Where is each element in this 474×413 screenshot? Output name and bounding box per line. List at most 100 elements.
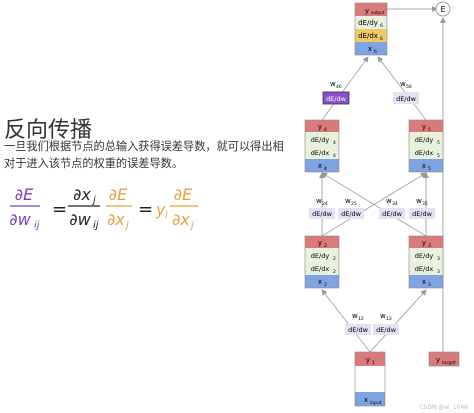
svg-text:x: x	[364, 396, 368, 404]
svg-text:dE/dy: dE/dy	[415, 136, 434, 144]
svg-text:dE/dy: dE/dy	[415, 252, 434, 260]
svg-text:6: 6	[380, 23, 383, 29]
equals-2: =	[138, 199, 153, 220]
svg-text:dE/dw: dE/dw	[341, 210, 362, 218]
svg-text:y: y	[366, 356, 370, 364]
svg-text:46: 46	[336, 84, 342, 90]
w56-grad-box	[393, 92, 419, 104]
svg-text:2: 2	[324, 282, 327, 288]
mid-numerator: ∂x	[73, 185, 91, 204]
watermark: CSDN @ai_1046	[419, 404, 468, 411]
svg-text:4: 4	[324, 127, 327, 133]
svg-text:35: 35	[422, 201, 428, 207]
rhs-denominator: ∂x	[172, 210, 190, 229]
chain-rule-formula: ∂E ∂w ij = ∂x j ∂w ij ∂E ∂x j = y i ∂E ∂…	[9, 185, 198, 231]
svg-text:dE/dw: dE/dw	[396, 95, 417, 103]
input-node: y 1 x input	[354, 351, 386, 407]
mid-denominator-sub: ij	[93, 220, 99, 231]
svg-text:output: output	[371, 10, 385, 15]
svg-text:y: y	[318, 123, 322, 131]
svg-text:13: 13	[386, 316, 392, 322]
svg-text:y: y	[422, 123, 426, 131]
svg-text:w: w	[416, 197, 422, 205]
svg-text:5: 5	[437, 140, 440, 146]
svg-text:34: 34	[392, 201, 398, 207]
mid-numerator-sub: j	[91, 195, 96, 206]
node-2: y 2 dE/dy 2 dE/dx 2 x 2	[304, 235, 340, 289]
rhs-y-sub: i	[165, 210, 168, 221]
svg-text:2: 2	[324, 243, 327, 249]
error-node: E	[440, 5, 445, 14]
node-4: y 4 dE/dy 4 dE/dx 4 x 4	[304, 119, 340, 173]
mid2-denominator: ∂x	[107, 210, 125, 229]
svg-text:5: 5	[437, 153, 440, 159]
w12-group: w 12 dE/dw	[345, 312, 371, 335]
svg-text:dE/dw: dE/dw	[376, 326, 397, 334]
svg-text:x: x	[318, 162, 322, 170]
output-node: y output dE/dy 6 dE/dx 6 x 6	[354, 2, 388, 56]
slide-description: 一旦我们根据节点的总输入获得误差导数，就可以得出相对于进入该节点的权重的误差导数…	[4, 140, 284, 170]
svg-text:dE/dx: dE/dx	[415, 149, 434, 157]
svg-text:input: input	[370, 400, 382, 406]
svg-text:x: x	[422, 162, 426, 170]
svg-text:5: 5	[428, 166, 431, 172]
w13-group: w 13 dE/dw	[373, 312, 399, 335]
svg-text:dE/dx: dE/dx	[311, 265, 330, 273]
rhs-denominator-sub: j	[189, 220, 194, 231]
svg-text:x: x	[422, 278, 426, 286]
svg-text:3: 3	[437, 256, 440, 262]
svg-text:dE/dy: dE/dy	[311, 136, 330, 144]
svg-text:y: y	[422, 239, 426, 247]
svg-text:dE/dx: dE/dx	[415, 265, 434, 273]
mid-denominator: ∂w	[69, 210, 91, 229]
lhs-denominator-sub: ij	[34, 220, 40, 231]
svg-text:w: w	[352, 312, 358, 320]
svg-text:24: 24	[322, 201, 328, 207]
w56-label: w	[400, 80, 406, 88]
w46-grad-box	[322, 91, 350, 105]
w34-group: w 34 dE/dw	[379, 197, 405, 219]
svg-text:6: 6	[374, 49, 377, 55]
svg-text:w: w	[316, 197, 322, 205]
svg-text:3: 3	[428, 282, 431, 288]
svg-text:4: 4	[324, 166, 327, 172]
svg-text:4: 4	[333, 140, 336, 146]
svg-text:w: w	[345, 197, 351, 205]
svg-text:dE/dw: dE/dw	[312, 210, 333, 218]
svg-text:12: 12	[358, 316, 364, 322]
node-5: y 5 dE/dy 5 dE/dx 5 x 5	[408, 119, 444, 173]
svg-text:y: y	[365, 7, 369, 15]
lhs-numerator: ∂E	[15, 185, 34, 204]
svg-text:25: 25	[351, 201, 357, 207]
w24-group: w 24 dE/dw	[309, 197, 335, 219]
svg-text:6: 6	[380, 36, 383, 42]
mid2-numerator: ∂E	[109, 185, 128, 204]
svg-text:dE/dw: dE/dw	[348, 326, 369, 334]
equals-1: =	[52, 199, 67, 220]
svg-text:4: 4	[333, 153, 336, 159]
svg-text:2: 2	[333, 269, 336, 275]
svg-text:y: y	[436, 356, 440, 364]
svg-text:dE/dw: dE/dw	[326, 95, 347, 103]
w25-group: w 25 dE/dw	[338, 197, 364, 219]
svg-text:x: x	[318, 278, 322, 286]
svg-text:y: y	[318, 239, 322, 247]
svg-text:dE/dw: dE/dw	[412, 210, 433, 218]
svg-text:1: 1	[372, 360, 375, 366]
slide-title: 反向传播	[4, 118, 93, 143]
svg-text:dE/dy: dE/dy	[311, 252, 330, 260]
svg-text:3: 3	[428, 243, 431, 249]
svg-text:2: 2	[333, 256, 336, 262]
svg-text:dE/dy: dE/dy	[358, 19, 378, 27]
mid2-denominator-sub: j	[124, 220, 129, 231]
svg-text:w: w	[386, 197, 392, 205]
lhs-denominator: ∂w	[9, 210, 31, 229]
svg-text:dE/dx: dE/dx	[311, 149, 330, 157]
rhs-numerator: ∂E	[174, 185, 193, 204]
svg-text:56: 56	[406, 84, 412, 90]
svg-text:dE/dx: dE/dx	[358, 32, 378, 40]
svg-text:target: target	[442, 360, 456, 366]
svg-text:x: x	[368, 45, 372, 53]
svg-text:5: 5	[428, 127, 431, 133]
